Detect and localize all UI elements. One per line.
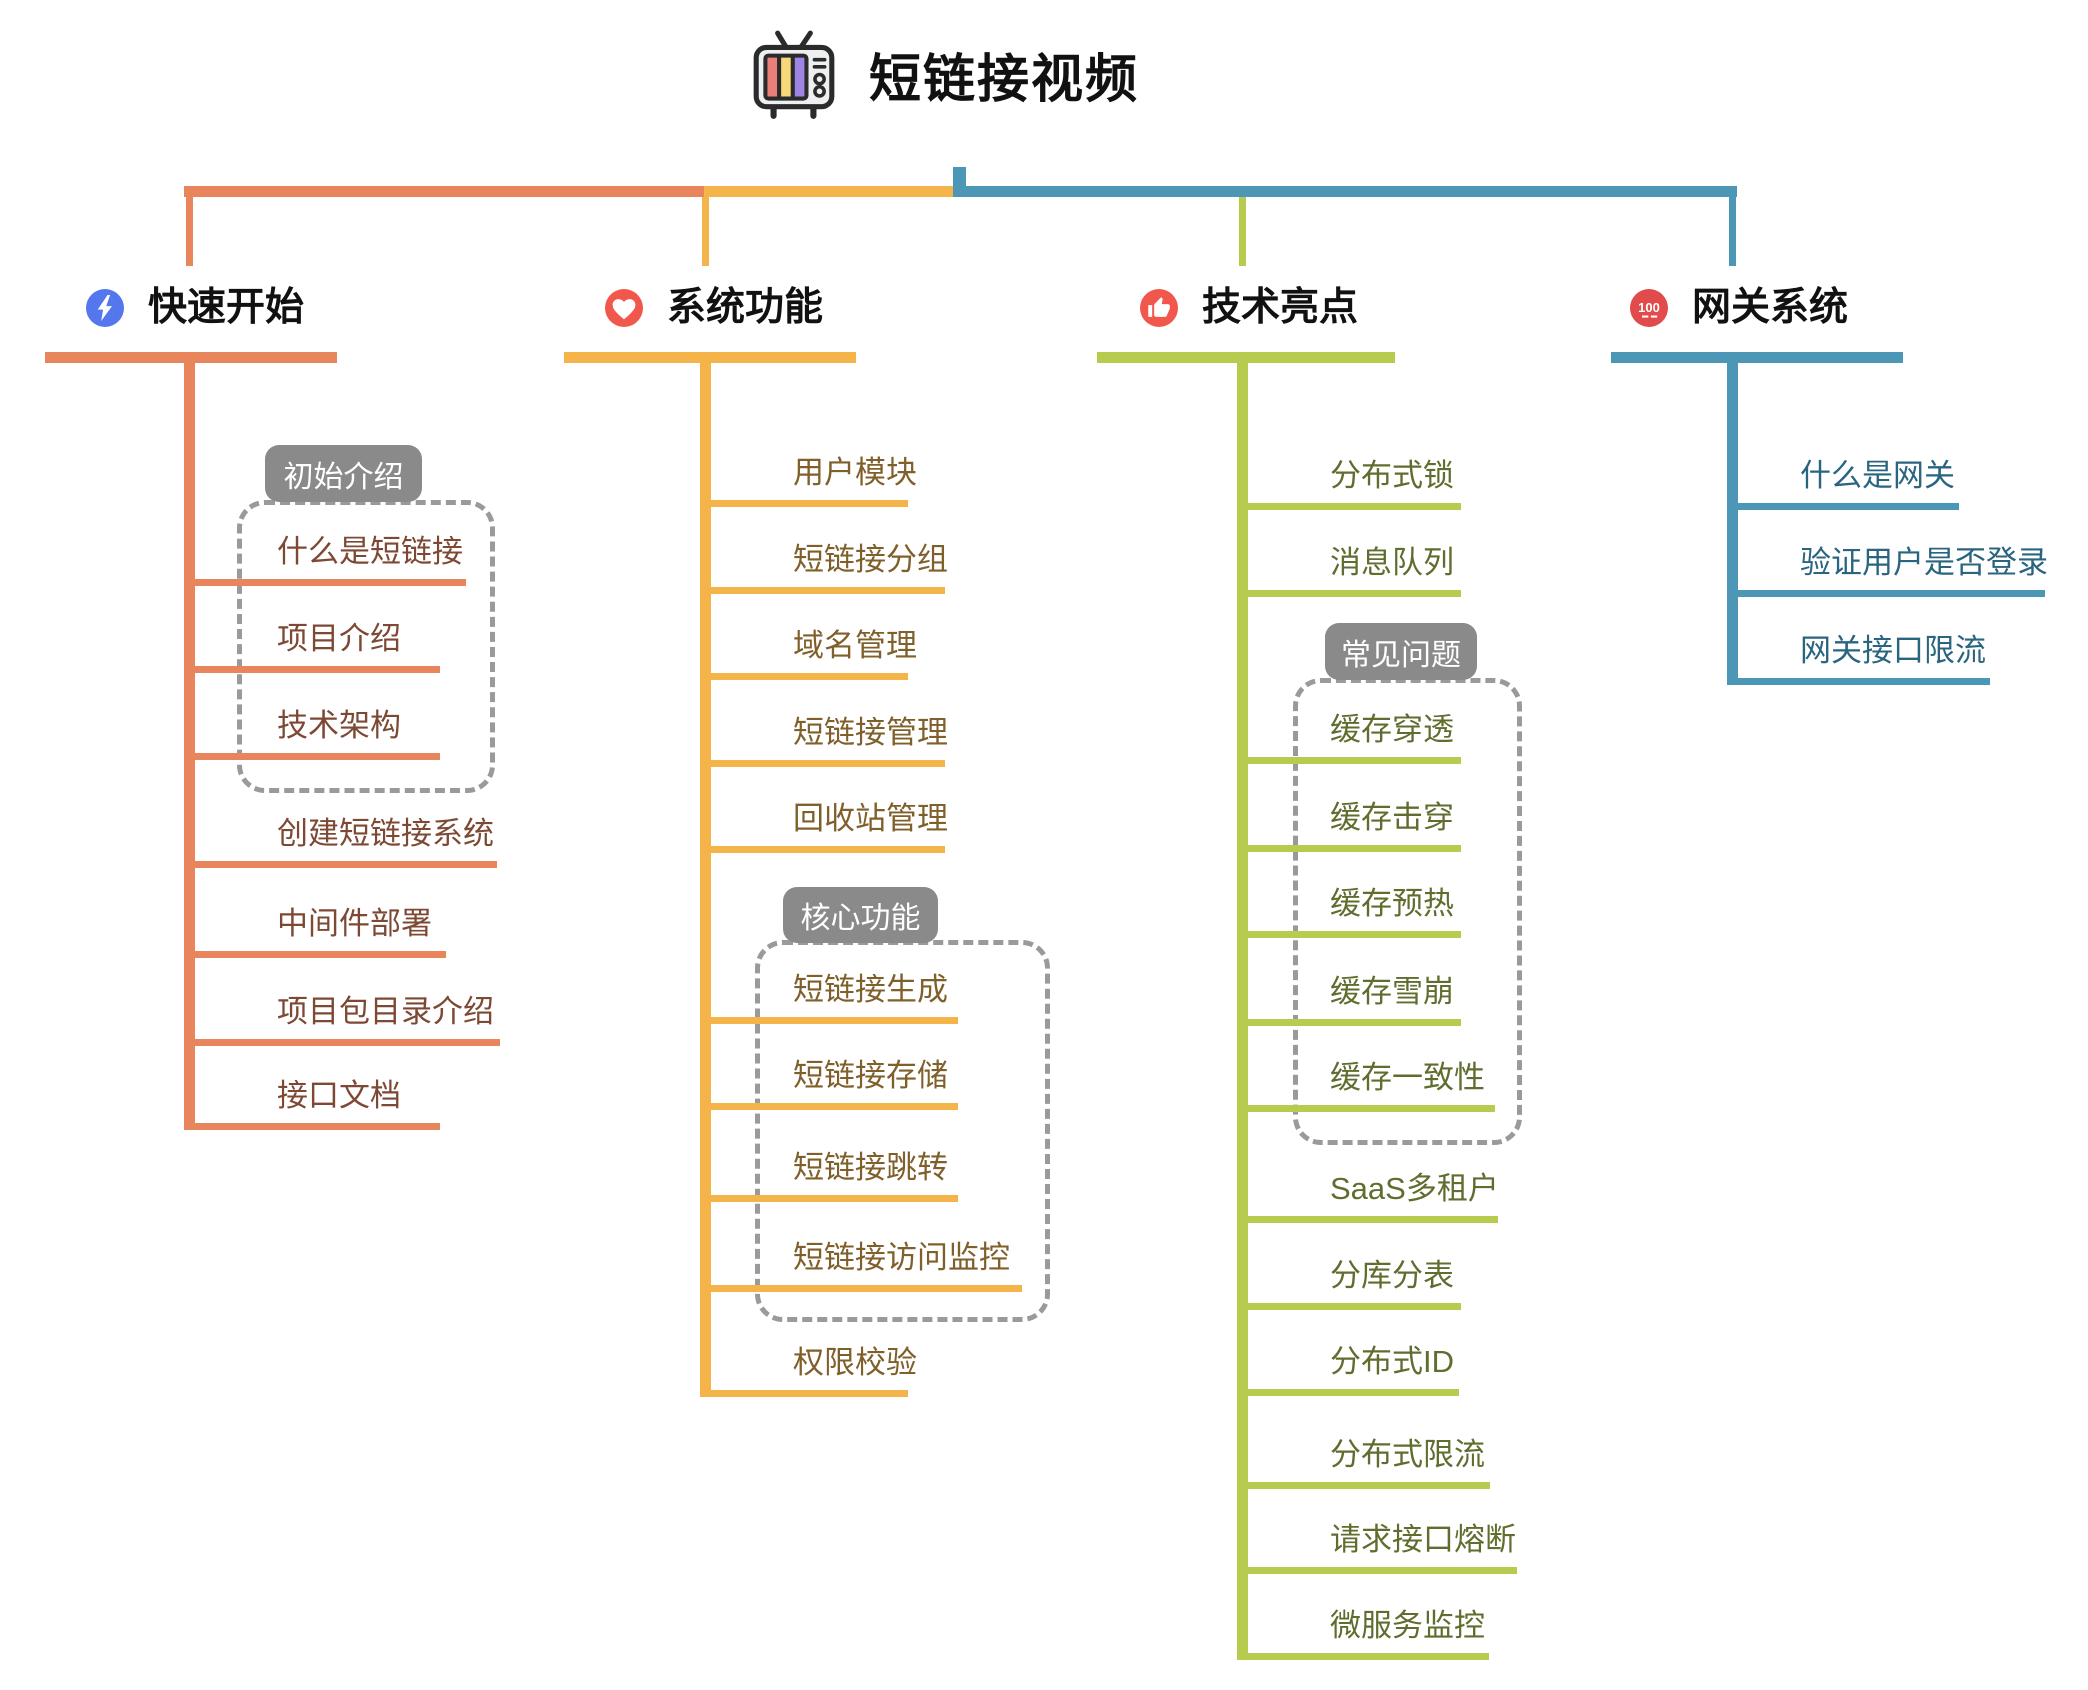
- branch-drop-connector: [1729, 197, 1736, 266]
- child-topic[interactable]: 缓存穿透: [1330, 712, 1454, 747]
- child-topic[interactable]: 消息队列: [1330, 545, 1454, 580]
- child-topic[interactable]: 验证用户是否登录: [1800, 545, 2048, 580]
- group-boundary-box: [1293, 678, 1522, 1145]
- lightning-icon: [86, 289, 124, 327]
- branch-trunk-line: [1237, 363, 1248, 1660]
- branch-drop-connector: [702, 197, 709, 266]
- child-topic[interactable]: 短链接跳转: [793, 1150, 948, 1185]
- connector-top-bar: [953, 186, 1737, 197]
- child-topic[interactable]: 分布式ID: [1330, 1344, 1454, 1379]
- child-underline: [1237, 1105, 1495, 1112]
- group-tag[interactable]: 初始介绍: [265, 445, 422, 502]
- child-underline: [1237, 1653, 1489, 1660]
- child-underline: [700, 846, 945, 853]
- child-underline: [1237, 503, 1461, 510]
- svg-text:100: 100: [1638, 300, 1660, 315]
- child-topic[interactable]: 分布式限流: [1330, 1437, 1485, 1472]
- group-tag[interactable]: 核心功能: [783, 887, 938, 943]
- branch-underline: [1611, 352, 1903, 363]
- branch-label[interactable]: 快速开始: [148, 286, 305, 329]
- branch-underline: [1097, 352, 1395, 363]
- child-underline: [184, 1123, 440, 1130]
- child-underline: [1237, 1389, 1459, 1396]
- child-topic[interactable]: 网关接口限流: [1800, 633, 1986, 668]
- child-topic[interactable]: SaaS多租户: [1330, 1171, 1499, 1206]
- child-topic[interactable]: 短链接访问监控: [793, 1240, 1010, 1275]
- child-topic[interactable]: 项目包目录介绍: [277, 994, 494, 1029]
- child-underline: [1237, 845, 1461, 852]
- page-title: 短链接视频: [869, 50, 1140, 109]
- child-underline: [1727, 678, 1990, 685]
- branch-label[interactable]: 技术亮点: [1202, 286, 1359, 329]
- child-underline: [1727, 590, 2045, 597]
- child-topic[interactable]: 分布式锁: [1330, 458, 1454, 493]
- tv-icon: [749, 27, 839, 121]
- child-underline: [700, 760, 945, 767]
- connector-top-bar: [184, 186, 704, 197]
- child-underline: [184, 579, 466, 586]
- child-topic[interactable]: 回收站管理: [793, 801, 948, 836]
- child-topic[interactable]: 什么是短链接: [277, 534, 463, 569]
- child-topic[interactable]: 创建短链接系统: [277, 816, 494, 851]
- child-underline: [700, 1103, 958, 1110]
- branch-drop-connector: [186, 197, 193, 266]
- child-underline: [184, 1039, 500, 1046]
- root-connector-stub: [953, 167, 966, 187]
- heart-icon: [605, 289, 643, 327]
- child-underline: [700, 673, 908, 680]
- child-underline: [184, 753, 440, 760]
- child-topic[interactable]: 缓存击穿: [1330, 800, 1454, 835]
- child-underline: [700, 1285, 1022, 1292]
- child-topic[interactable]: 缓存一致性: [1330, 1060, 1485, 1095]
- child-underline: [1237, 1482, 1490, 1489]
- child-topic[interactable]: 项目介绍: [277, 621, 401, 656]
- child-underline: [184, 861, 497, 868]
- child-underline: [1237, 931, 1461, 938]
- child-underline: [700, 587, 945, 594]
- branch-trunk-line: [184, 363, 195, 1130]
- child-topic[interactable]: 请求接口熔断: [1330, 1522, 1516, 1557]
- hundred-points-icon: 100: [1630, 289, 1668, 327]
- branch-underline: [564, 352, 856, 363]
- child-underline: [1237, 590, 1461, 597]
- child-topic[interactable]: 缓存预热: [1330, 886, 1454, 921]
- child-topic[interactable]: 域名管理: [793, 628, 917, 663]
- branch-label[interactable]: 系统功能: [667, 286, 824, 329]
- child-topic[interactable]: 技术架构: [277, 708, 401, 743]
- child-topic[interactable]: 中间件部署: [277, 906, 432, 941]
- group-boundary-box: [237, 500, 495, 793]
- branch-trunk-line: [700, 363, 711, 1397]
- child-underline: [1237, 1216, 1498, 1223]
- child-topic[interactable]: 缓存雪崩: [1330, 974, 1454, 1009]
- child-topic[interactable]: 短链接分组: [793, 542, 948, 577]
- child-topic[interactable]: 微服务监控: [1330, 1608, 1485, 1643]
- child-topic[interactable]: 接口文档: [277, 1078, 401, 1113]
- child-underline: [184, 951, 446, 958]
- connector-top-bar: [704, 186, 953, 197]
- child-underline: [1727, 503, 1959, 510]
- child-topic[interactable]: 权限校验: [793, 1345, 917, 1380]
- child-underline: [1237, 1019, 1461, 1026]
- branch-trunk-line: [1727, 363, 1738, 685]
- child-topic[interactable]: 短链接管理: [793, 715, 948, 750]
- child-underline: [1237, 1567, 1517, 1574]
- child-topic[interactable]: 用户模块: [793, 455, 917, 490]
- branch-drop-connector: [1239, 197, 1246, 266]
- child-underline: [184, 666, 440, 673]
- child-underline: [700, 500, 908, 507]
- child-underline: [1237, 1303, 1461, 1310]
- child-underline: [1237, 757, 1461, 764]
- child-underline: [700, 1017, 958, 1024]
- child-topic[interactable]: 短链接生成: [793, 972, 948, 1007]
- child-underline: [700, 1390, 908, 1397]
- child-topic[interactable]: 短链接存储: [793, 1058, 948, 1093]
- branch-underline: [45, 352, 337, 363]
- child-topic[interactable]: 分库分表: [1330, 1258, 1454, 1293]
- child-underline: [700, 1195, 958, 1202]
- child-topic[interactable]: 什么是网关: [1800, 458, 1955, 493]
- branch-label[interactable]: 网关系统: [1692, 286, 1849, 329]
- group-tag[interactable]: 常见问题: [1325, 623, 1477, 680]
- root-topic[interactable]: 短链接视频: [749, 26, 1139, 122]
- thumb-up-icon: [1140, 289, 1178, 327]
